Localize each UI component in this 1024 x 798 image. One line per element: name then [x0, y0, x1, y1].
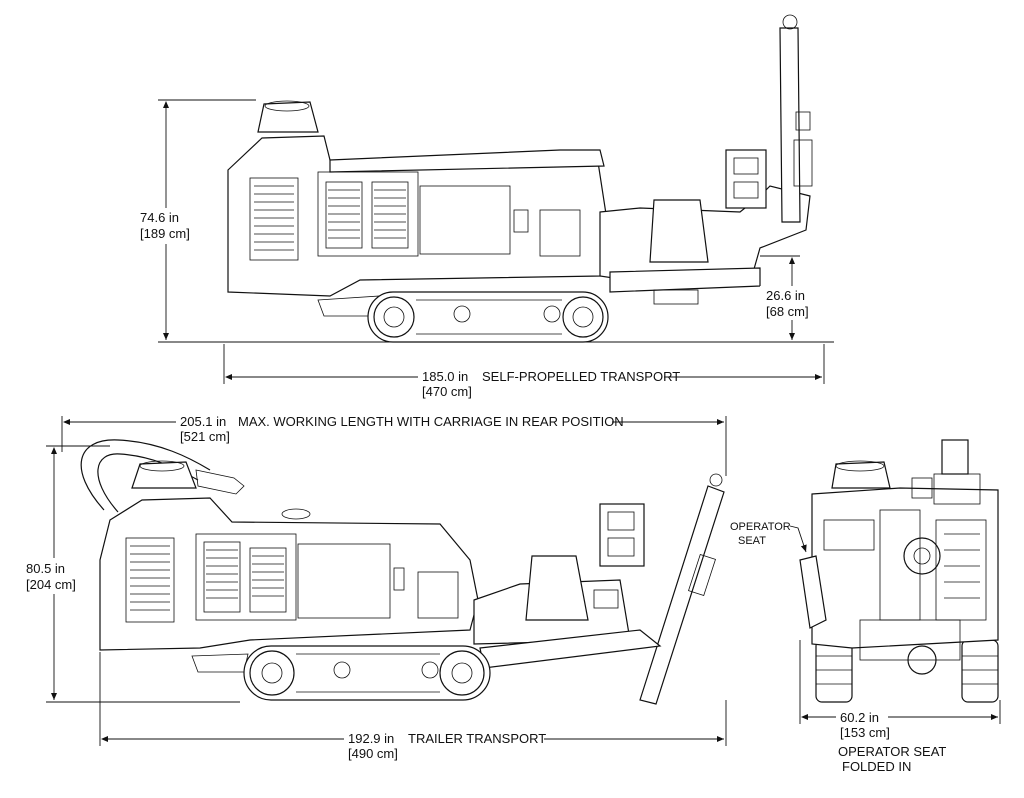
length-sp-caption: SELF-PROPELLED TRANSPORT	[482, 369, 680, 384]
max-length-in: 205.1 in	[180, 414, 226, 429]
length-sp-cm: [470 cm]	[422, 384, 472, 399]
dimension-height-top: 74.6 in [189 cm]	[136, 99, 256, 343]
clearance-in: 26.6 in	[766, 288, 805, 303]
length-sp-in: 185.0 in	[422, 369, 468, 384]
length-trailer-in: 192.9 in	[348, 731, 394, 746]
dimension-clearance: 26.6 in [68 cm]	[226, 255, 834, 343]
crawler-track-top	[367, 291, 609, 343]
crawler-track-trailer	[243, 645, 491, 701]
operator-seat-line2: SEAT	[738, 535, 766, 547]
dimension-length-self-propelled: 185.0 in SELF-PROPELLED TRANSPORT [470 c…	[223, 344, 825, 399]
height-top-cm: [189 cm]	[140, 226, 190, 241]
vent-louvers-center	[317, 171, 419, 257]
height-trailer-in: 80.5 in	[26, 561, 65, 576]
height-top-in: 74.6 in	[140, 210, 179, 225]
vent-louvers-trailer-left	[125, 537, 175, 623]
max-length-caption: MAX. WORKING LENGTH WITH CARRIAGE IN REA…	[238, 414, 624, 429]
seat-folded-line1: OPERATOR SEAT	[838, 744, 946, 759]
vent-louvers-trailer-center	[195, 533, 297, 621]
width-front-in: 60.2 in	[840, 710, 879, 725]
height-trailer-cm: [204 cm]	[26, 577, 76, 592]
machine-front-view	[799, 439, 999, 703]
machine-side-view-self-propelled	[227, 14, 813, 343]
dimension-height-trailer: 80.5 in [204 cm]	[24, 445, 240, 703]
length-trailer-caption: TRAILER TRANSPORT	[408, 731, 546, 746]
operator-seat-line1: OPERATOR	[730, 521, 791, 533]
seat-folded-line2: FOLDED IN	[842, 759, 911, 774]
length-trailer-cm: [490 cm]	[348, 746, 398, 761]
vent-louvers-left	[249, 177, 299, 261]
dimension-max-working-length: 205.1 in MAX. WORKING LENGTH WITH CARRIA…	[61, 412, 727, 476]
max-length-cm: [521 cm]	[180, 429, 230, 444]
dimension-width-front: 60.2 in [153 cm] OPERATOR SEAT FOLDED IN	[799, 640, 1001, 774]
callout-operator-seat: OPERATOR SEAT	[730, 521, 807, 553]
width-front-cm: [153 cm]	[840, 725, 890, 740]
dimension-length-trailer: 192.9 in TRAILER TRANSPORT [490 cm]	[99, 652, 727, 761]
machine-side-view-trailer	[80, 439, 725, 705]
clearance-cm: [68 cm]	[766, 304, 809, 319]
